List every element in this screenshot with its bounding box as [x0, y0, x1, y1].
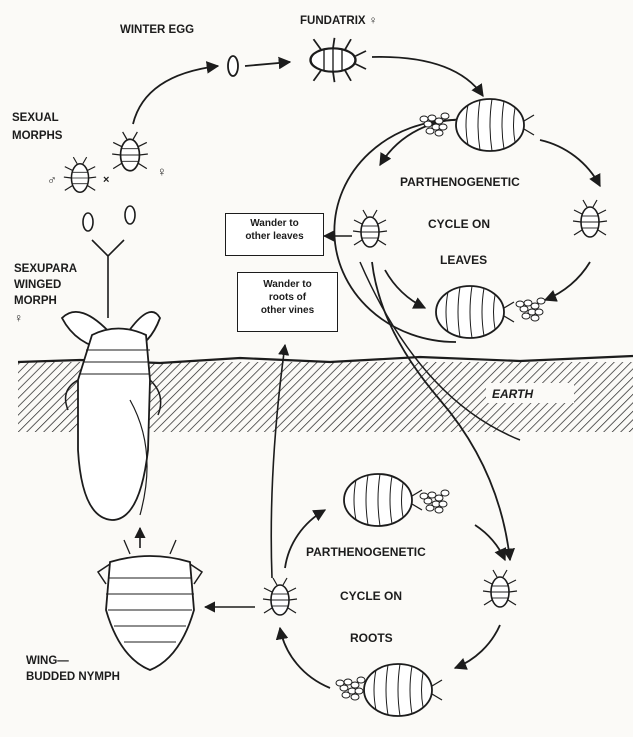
male-symbol: ♂ [47, 172, 57, 187]
wander-roots-line2: roots of [242, 291, 333, 304]
roots-cycle-label-line1: PARTHENOGENETIC [306, 545, 426, 559]
male-morph-icon [64, 157, 96, 192]
wander-leaves-line2: other leaves [230, 230, 319, 243]
arrow-morphs-to-egg [133, 66, 218, 124]
wing-budded-nymph-icon [98, 540, 202, 670]
sexupara-female-symbol: ♀ [14, 311, 23, 325]
winter-egg-icon [228, 56, 238, 76]
sexupara-egg-left-icon [83, 213, 93, 231]
roots-cycle-label-line3: ROOTS [350, 631, 393, 645]
sexual-morphs-label-line2: MORPHS [12, 130, 63, 142]
fork-sexupara-to-eggs [92, 240, 124, 318]
leaf-adult-bottom-icon [436, 286, 514, 338]
root-adult-top-icon [344, 474, 422, 526]
roots-cycle-label-line2: CYCLE ON [340, 589, 402, 603]
female-symbol: ♀ [157, 164, 167, 179]
sexupara-label-line2: WINGED [14, 279, 61, 291]
arrow-fundatrix-to-leaves [372, 57, 483, 96]
arrow-top-to-right [540, 140, 600, 186]
nymph-label-line2: BUDDED NYMPH [26, 671, 120, 683]
sexupara-label-line3: MORPH [14, 295, 57, 307]
leaf-crawler-right-icon [573, 200, 607, 237]
leaf-eggs-bottom-icon [516, 298, 545, 321]
leaves-cycle-label-line2: CYCLE ON [428, 217, 490, 231]
earth-label: EARTH [492, 387, 533, 401]
sexupara-egg-right-icon [125, 206, 135, 224]
arrow-root-top-to-right [475, 525, 505, 560]
winter-egg-label: WINTER EGG [120, 24, 194, 36]
wander-roots-box: Wander to roots of other vines [237, 272, 338, 332]
fundatrix-icon [311, 38, 367, 82]
root-adult-bottom-icon [364, 664, 442, 716]
leaves-cycle-label-line3: LEAVES [440, 253, 487, 267]
female-morph-icon [112, 132, 148, 171]
leaf-crawler-left-icon [353, 210, 387, 247]
arrow-root-right-to-bottom [455, 625, 500, 668]
arrow-right-to-bottom [545, 262, 590, 300]
wander-other-leaves-box: Wander to other leaves [225, 213, 324, 256]
leaves-cycle-label-line1: PARTHENOGENETIC [400, 175, 520, 189]
arrow-root-bottom-to-crawler [280, 628, 330, 688]
wander-roots-line1: Wander to [242, 278, 333, 291]
root-crawler-right-icon [483, 570, 517, 607]
arrow-crawler-to-adult [385, 270, 425, 308]
root-crawler-left-icon [263, 578, 297, 615]
fundatrix-label: FUNDATRIX ♀ [300, 15, 377, 27]
wander-roots-line3: other vines [242, 304, 333, 317]
sexupara-label-line1: SEXUPARA [14, 263, 77, 275]
nymph-label-line1: WING— [26, 655, 69, 667]
leaf-adult-top-icon [456, 99, 534, 151]
sexual-morphs-label-line1: SEXUAL [12, 112, 59, 124]
root-eggs-bottom-icon [336, 677, 365, 700]
leaf-eggs-top-icon [420, 113, 449, 136]
root-eggs-top-icon [420, 490, 449, 513]
wander-leaves-line1: Wander to [230, 217, 319, 230]
arrow-root-adult-top [285, 510, 325, 568]
arrow-egg-to-fundatrix [245, 62, 290, 66]
cross-symbol: × [103, 174, 109, 186]
